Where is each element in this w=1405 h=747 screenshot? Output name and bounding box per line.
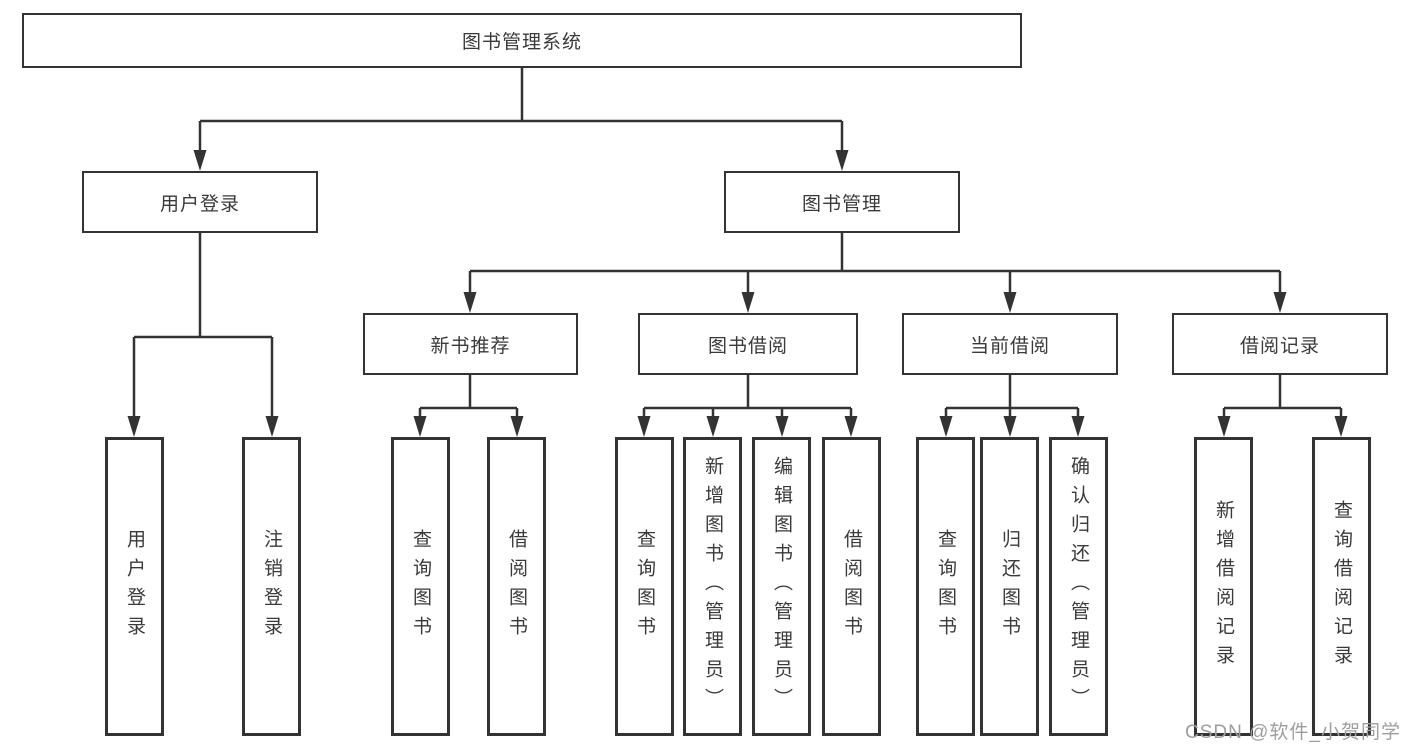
node-borrow-books-recommend: 借阅图书 [487,437,546,736]
leaf-label: 查询借阅记录 [1331,499,1352,674]
node-book-borrow: 图书借阅 [638,313,858,375]
arrowheads [127,150,1348,437]
node-query-books-borrow: 查询图书 [615,437,674,736]
node-return-book: 归还图书 [980,437,1039,736]
node-add-book-admin: 新增图书（管理员） [683,437,742,736]
leaf-label: 确认归还（管理员） [1068,456,1089,717]
node-borrow-records: 借阅记录 [1172,313,1388,375]
leaf-label: 查询图书 [410,528,431,645]
leaf-label: 归还图书 [999,528,1020,645]
node-book-management: 图书管理 [724,171,960,233]
leaf-label: 查询图书 [935,528,956,645]
leaf-label: 用户登录 [124,528,145,645]
leaf-label: 借阅图书 [506,528,527,645]
leaf-label: 借阅图书 [841,528,862,645]
node-query-books-current: 查询图书 [916,437,975,736]
node-logout-leaf: 注销登录 [242,437,301,736]
leaf-label: 注销登录 [261,528,282,645]
node-user-login: 用户登录 [82,171,318,233]
node-add-borrow-record: 新增借阅记录 [1194,437,1253,736]
node-borrow-books-leaf: 借阅图书 [822,437,881,736]
leaf-label: 编辑图书（管理员） [771,456,792,717]
leaf-label: 新增借阅记录 [1213,499,1234,674]
node-query-books-recommend: 查询图书 [391,437,450,736]
node-current-borrow: 当前借阅 [902,313,1118,375]
connector-segments [132,68,1343,419]
node-confirm-return-admin: 确认归还（管理员） [1049,437,1108,736]
node-query-borrow-record: 查询借阅记录 [1312,437,1371,736]
node-new-book-recommend: 新书推荐 [363,313,578,375]
node-user-login-leaf: 用户登录 [105,437,164,736]
node-root: 图书管理系统 [22,13,1022,68]
leaf-label: 新增图书（管理员） [702,456,723,717]
node-edit-book-admin: 编辑图书（管理员） [752,437,811,736]
leaf-label: 查询图书 [634,528,655,645]
